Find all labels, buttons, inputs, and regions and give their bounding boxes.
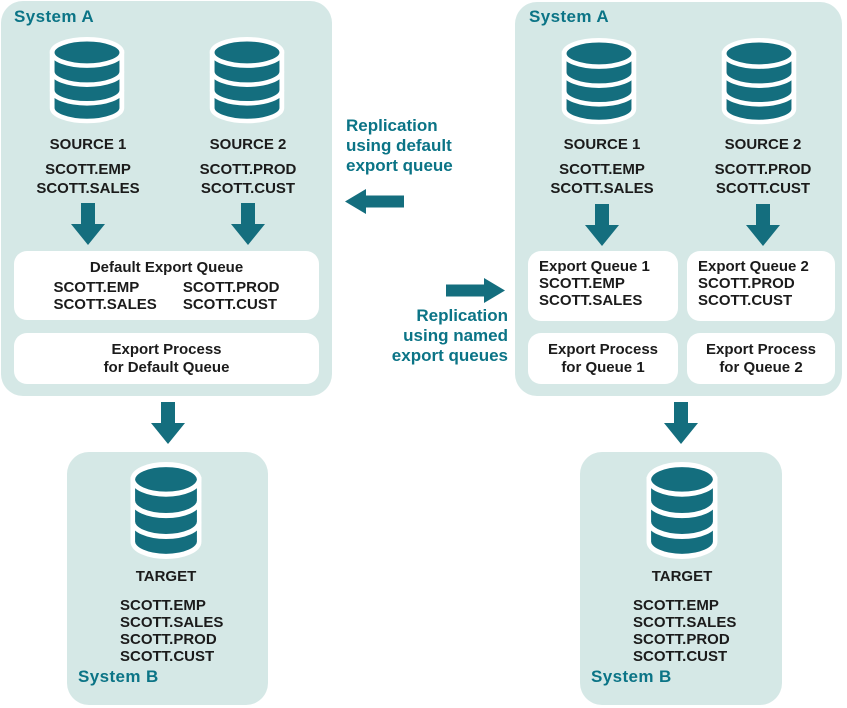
queue-box-title: Export Queue 1 [539, 258, 650, 275]
arrow-down-icon [585, 204, 619, 246]
source-1-group: SOURCE 1 SCOTT.EMP SCOTT.SALES [18, 136, 158, 198]
table-name: SCOTT.SALES [120, 614, 224, 631]
queue-box-title: Export Queue 2 [698, 258, 809, 275]
source-2-group: SOURCE 2 SCOTT.PROD SCOTT.CUST [178, 136, 318, 198]
arrow-right-icon [446, 278, 505, 303]
table-name: SCOTT.PROD [120, 631, 217, 648]
table-name: SCOTT.SALES [53, 296, 157, 313]
queue-column: SCOTT.PROD SCOTT.CUST [183, 279, 280, 313]
database-icon [642, 462, 722, 562]
label-line: export queues [391, 346, 508, 365]
table-name: SCOTT.CUST [715, 180, 811, 197]
table-name: SCOTT.EMP [539, 275, 625, 292]
database-icon [717, 38, 801, 127]
database-icon [45, 37, 129, 126]
target-label: TARGET [135, 568, 197, 585]
export-process-1-box: Export Process for Queue 1 [528, 333, 678, 384]
target-tables: SCOTT.EMP SCOTT.SALES SCOTT.PROD SCOTT.C… [120, 597, 223, 665]
default-export-queue-box: Default Export Queue SCOTT.EMP SCOTT.SAL… [14, 251, 319, 320]
label-line: export queue [346, 156, 453, 175]
database-icon [205, 37, 289, 126]
export-queue-2-box: Export Queue 2 SCOTT.PROD SCOTT.CUST [687, 251, 835, 321]
label-line: Replication [416, 306, 508, 325]
source-label: SOURCE 1 [563, 136, 641, 153]
table-name: SCOTT.PROD [714, 161, 812, 178]
database-icon [126, 462, 206, 562]
panel-title: System B [78, 667, 159, 686]
source-label: SOURCE 2 [209, 136, 287, 153]
label-line: Replication [346, 116, 438, 135]
process-line: Export Process [547, 341, 659, 358]
process-line: for Queue 2 [719, 359, 803, 376]
arrow-down-icon [231, 203, 265, 245]
process-line: for Default Queue [103, 359, 230, 376]
source-label: SOURCE 1 [49, 136, 127, 153]
arrow-down-icon [71, 203, 105, 245]
panel-title: System A [529, 7, 610, 26]
database-icon [557, 38, 641, 127]
table-name: SCOTT.SALES [633, 614, 737, 631]
panel-title: System B [591, 667, 672, 686]
table-name: SCOTT.EMP [120, 597, 206, 614]
panel-title: System A [14, 7, 95, 26]
arrow-down-icon [664, 402, 698, 444]
table-name: SCOTT.SALES [550, 180, 654, 197]
process-line: Export Process [111, 341, 222, 358]
table-name: SCOTT.PROD [182, 279, 280, 296]
label-line: using default [346, 136, 452, 155]
target-label: TARGET [651, 568, 713, 585]
system-a-named-panel: System A SOURCE 1 SCOTT.EMP SCOTT.SALES … [515, 2, 842, 396]
source-label: SOURCE 2 [724, 136, 802, 153]
table-name: SCOTT.EMP [559, 161, 645, 178]
label-line: using named [403, 326, 508, 345]
table-name: SCOTT.CUST [698, 292, 793, 309]
system-b-default-panel: TARGET SCOTT.EMP SCOTT.SALES SCOTT.PROD … [67, 452, 268, 705]
replication-default-label: Replication using default export queue [346, 116, 486, 176]
system-a-default-panel: System A SOURCE 1 SCOTT.EMP SCOTT.SALES … [1, 1, 332, 396]
export-process-box: Export Process for Default Queue [14, 333, 319, 384]
arrow-down-icon [151, 402, 185, 444]
target-tables: SCOTT.EMP SCOTT.SALES SCOTT.PROD SCOTT.C… [633, 597, 736, 665]
table-name: SCOTT.EMP [633, 597, 719, 614]
arrow-left-icon [345, 189, 404, 214]
table-name: SCOTT.PROD [633, 631, 730, 648]
process-line: for Queue 1 [561, 359, 645, 376]
table-name: SCOTT.CUST [633, 648, 728, 665]
table-name: SCOTT.EMP [53, 279, 140, 296]
queue-box-title: Default Export Queue [89, 259, 244, 276]
table-name: SCOTT.CUST [200, 180, 296, 197]
process-line: Export Process [705, 341, 817, 358]
source-1-group: SOURCE 1 SCOTT.EMP SCOTT.SALES [532, 136, 672, 198]
table-name: SCOTT.CUST [120, 648, 215, 665]
table-name: SCOTT.SALES [36, 180, 140, 197]
table-name: SCOTT.SALES [539, 292, 643, 309]
replication-named-label: Replication using named export queues [356, 306, 508, 366]
source-2-group: SOURCE 2 SCOTT.PROD SCOTT.CUST [693, 136, 833, 198]
arrow-down-icon [746, 204, 780, 246]
table-name: SCOTT.PROD [199, 161, 297, 178]
queue-box-tables: SCOTT.EMP SCOTT.SALES SCOTT.PROD SCOTT.C… [14, 279, 319, 313]
export-process-2-box: Export Process for Queue 2 [687, 333, 835, 384]
export-queue-1-box: Export Queue 1 SCOTT.EMP SCOTT.SALES [528, 251, 678, 321]
table-name: SCOTT.EMP [45, 161, 131, 178]
table-name: SCOTT.PROD [698, 275, 795, 292]
system-b-named-panel: TARGET SCOTT.EMP SCOTT.SALES SCOTT.PROD … [580, 452, 782, 705]
table-name: SCOTT.CUST [182, 296, 277, 313]
queue-column: SCOTT.EMP SCOTT.SALES [53, 279, 156, 313]
